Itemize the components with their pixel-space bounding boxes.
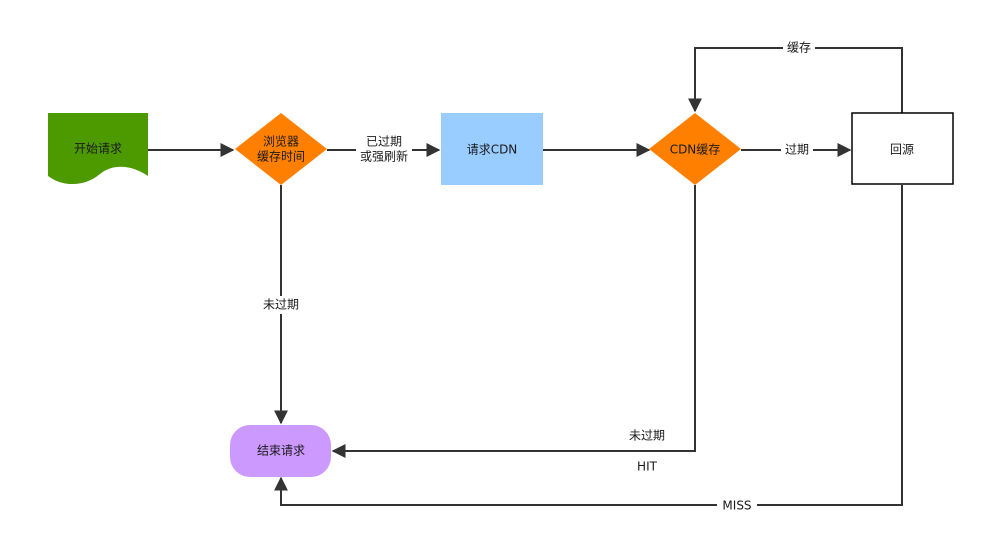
edge-origin-miss-to-end: [274, 185, 903, 506]
node-browser-cache-decision: 浏览器 缓存时间: [235, 113, 327, 185]
browser-cache-label-line1: 浏览器: [263, 134, 299, 149]
edge-cdn-hit-to-end: [331, 185, 696, 458]
start-label: 开始请求: [74, 142, 122, 156]
edge-label-cdn-expired: 过期: [781, 141, 813, 159]
start-shape: [48, 113, 148, 185]
end-shape: [230, 425, 331, 477]
browser-cache-diamond: [235, 113, 327, 185]
cdn-expired-label: 过期: [785, 143, 809, 157]
node-end: 结束请求: [230, 425, 331, 477]
browser-cache-label-line2: 缓存时间: [257, 150, 305, 164]
node-request-cdn: 请求CDN: [441, 113, 543, 185]
expired-or-refresh-line1: 已过期: [366, 135, 402, 149]
cdn-not-expired-label: 未过期: [629, 429, 665, 443]
edge-label-browser-not-expired: 未过期: [258, 296, 304, 314]
browser-not-expired-label: 未过期: [263, 298, 299, 312]
edge-label-origin-miss: MISS: [717, 496, 757, 514]
cdn-hit-label: HIT: [637, 460, 658, 474]
node-start: 开始请求: [48, 113, 148, 185]
cdn-cache-label: CDN缓存: [670, 143, 721, 157]
origin-box: [851, 112, 954, 185]
expired-or-refresh-line2: 或强刷新: [360, 149, 408, 164]
end-label: 结束请求: [257, 444, 305, 458]
edge-label-cdn-hit: HIT: [630, 458, 664, 476]
origin-cache-label: 缓存: [787, 41, 811, 55]
edge-label-cdn-not-expired: 未过期: [624, 427, 670, 445]
edge-label-expired-or-refresh: 已过期 或强刷新: [356, 131, 412, 167]
request-cdn-label: 请求CDN: [467, 143, 518, 157]
request-cdn-box: [441, 113, 543, 185]
origin-label: 回源: [890, 143, 914, 157]
origin-miss-label: MISS: [722, 499, 751, 513]
edge-origin-cache-to-cdn: [688, 47, 903, 113]
cdn-cache-diamond: [649, 113, 741, 185]
edge-label-origin-cache: 缓存: [783, 39, 815, 57]
node-origin: 回源: [851, 112, 954, 185]
node-cdn-cache-decision: CDN缓存: [649, 113, 741, 185]
